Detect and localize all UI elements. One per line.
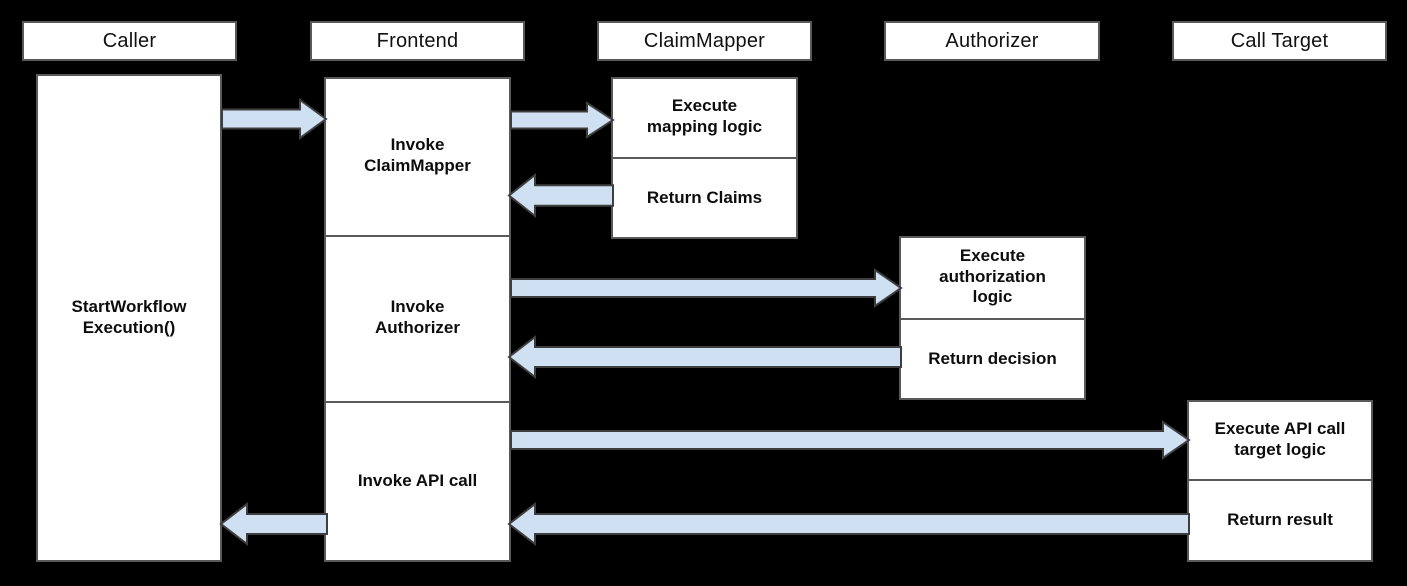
- arrow-shape: [510, 268, 903, 308]
- activation-label-frontend-2: Invoke API call: [357, 471, 478, 491]
- activation-label-frontend-1: Invoke Authorizer: [375, 297, 460, 337]
- lifeline-header-frontend: Frontend: [310, 21, 525, 61]
- message-arrow-claimmapper-to-frontend-return: [507, 172, 614, 219]
- activation-divider-frontend-2: [324, 401, 511, 403]
- arrow-shape: [507, 172, 614, 219]
- arrow-shape: [221, 98, 328, 140]
- message-arrow-frontend-to-caller-return: [219, 501, 328, 547]
- arrow-shape: [219, 501, 328, 547]
- message-arrow-frontend-to-authorizer-request: [510, 268, 903, 308]
- message-arrow-calltarget-to-frontend-return: [507, 501, 1190, 547]
- activation-divider-authorizer-1: [899, 318, 1086, 320]
- activation-label-frontend-0: Invoke ClaimMapper: [364, 135, 471, 175]
- activation-box-caller: [36, 74, 222, 562]
- message-arrow-authorizer-to-frontend-return: [507, 334, 902, 380]
- activation-divider-claimmapper-1: [611, 157, 798, 159]
- arrow-shape: [510, 420, 1191, 460]
- arrow-shape: [507, 501, 1190, 547]
- activation-label-caller-0: StartWorkflow Execution(): [71, 297, 187, 337]
- activation-divider-calltarget-1: [1187, 479, 1373, 481]
- message-arrow-frontend-to-calltarget-request: [510, 420, 1191, 460]
- message-arrow-frontend-to-claimmapper-request: [510, 101, 615, 139]
- lifeline-header-authorizer: Authorizer: [884, 21, 1100, 61]
- activation-box-calltarget: [1187, 400, 1373, 562]
- message-arrow-caller-to-frontend-request: [221, 98, 328, 140]
- arrow-shape: [507, 334, 902, 380]
- activation-label-calltarget-0: Execute API call target logic: [1214, 418, 1346, 459]
- lifeline-header-call-target: Call Target: [1172, 21, 1387, 61]
- activation-label-authorizer-1: Return decision: [928, 348, 1057, 368]
- activation-label-authorizer-0: Execute authorization logic: [939, 245, 1046, 307]
- activation-divider-frontend-1: [324, 235, 511, 237]
- lifeline-header-claimmapper: ClaimMapper: [597, 21, 812, 61]
- activation-label-claimmapper-1: Return Claims: [646, 187, 763, 207]
- activation-label-claimmapper-0: Execute mapping logic: [646, 96, 763, 136]
- activation-box-frontend: [324, 77, 511, 562]
- activation-label-calltarget-1: Return result: [1227, 510, 1333, 530]
- arrow-shape: [510, 101, 615, 139]
- lifeline-header-caller: Caller: [22, 21, 237, 61]
